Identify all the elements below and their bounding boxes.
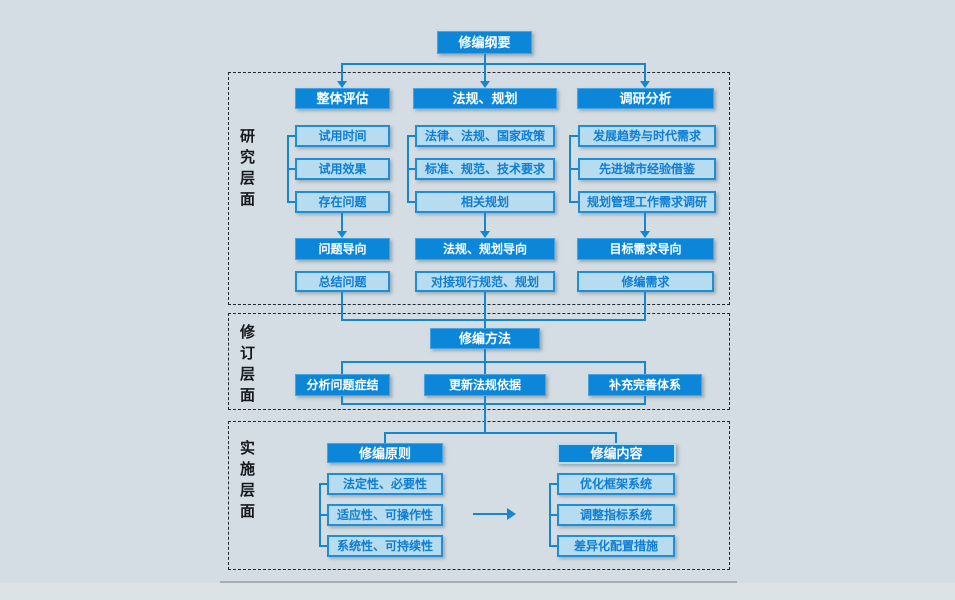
footer-strip: [0, 583, 955, 600]
connector-root-stem: [484, 54, 486, 63]
connector-root-branch: [341, 63, 646, 65]
connector-contents-down: [615, 434, 617, 443]
connector-branch-col3: [644, 65, 646, 81]
bracket-col2-stub3: [407, 201, 415, 203]
node-management-survey: 规划管理工作需求调研: [578, 191, 716, 213]
arrowhead-orientation2: [480, 231, 490, 238]
connector-impl-split-bar: [384, 432, 617, 434]
bracket-principles-stub2: [319, 514, 327, 516]
node-adjust-indicators: 调整指标系统: [557, 504, 675, 526]
node-trial-time: 试用时间: [295, 125, 390, 147]
node-summarize-problems: 总结问题: [295, 271, 390, 292]
connector-impl3-down: [644, 396, 646, 404]
node-laws-policies: 法律、法规、国家政策: [415, 125, 555, 147]
section-label-revision: 修订层面: [238, 324, 255, 408]
connector-merge-stem: [484, 321, 486, 328]
node-existing-problems: 存在问题: [295, 191, 390, 213]
connector-merge-bar: [341, 319, 646, 321]
node-analyze-problems: 分析问题症结: [295, 374, 390, 396]
bracket-col1-stub1: [287, 135, 295, 137]
section-frame-implementation: [228, 421, 730, 570]
node-laws-orientation: 法规、规划导向: [415, 238, 555, 260]
node-city-experience: 先进城市经验借鉴: [578, 158, 716, 180]
node-survey-analysis: 调研分析: [577, 88, 714, 109]
arrowhead-col2: [480, 81, 490, 88]
connector-principles-contents: [473, 513, 507, 515]
node-improve-system: 补充完善体系: [588, 374, 702, 396]
node-systematic-sustainable: 系统性、可持续性: [327, 535, 443, 557]
node-optimize-framework: 优化框架系统: [557, 473, 675, 495]
page-divider-line: [220, 581, 737, 583]
bracket-principles-stub3: [319, 545, 327, 547]
connector-impl2-down: [484, 396, 486, 404]
node-differentiated-measures: 差异化配置措施: [557, 535, 675, 557]
connector-result2-down: [484, 292, 486, 321]
connector-result1-down: [341, 292, 343, 321]
arrowhead-col3: [640, 81, 650, 88]
bracket-col3-stub2: [569, 168, 578, 170]
node-adaptability-operability: 适应性、可操作性: [327, 504, 443, 526]
section-label-implementation: 实施层面: [238, 440, 255, 524]
connector-impl-stem: [484, 405, 486, 433]
arrowhead-col1: [337, 81, 347, 88]
bracket-contents-stub1: [549, 483, 557, 485]
connector-col3-orientation: [644, 213, 646, 231]
arrowhead-right: [507, 508, 516, 520]
node-overall-evaluation: 整体评估: [295, 88, 390, 109]
connector-branch-col2: [484, 65, 486, 81]
section-frame-research: [228, 72, 730, 305]
node-development-trends: 发展趋势与时代需求: [578, 125, 716, 147]
bracket-col3-stub3: [569, 201, 578, 203]
node-revision-outline: 修编纲要: [437, 31, 532, 54]
bracket-col1-stub3: [287, 201, 295, 203]
node-related-plans: 相关规划: [415, 191, 555, 213]
connector-branch-col1: [341, 65, 343, 81]
node-target-orientation: 目标需求导向: [577, 238, 714, 260]
bracket-col3-stub1: [569, 135, 578, 137]
connector-branch2-down: [484, 363, 486, 374]
node-standards-requirements: 标准、规范、技术要求: [415, 158, 555, 180]
node-trial-effect: 试用效果: [295, 158, 390, 180]
node-legality-necessity: 法定性、必要性: [327, 473, 443, 495]
arrowhead-orientation3: [640, 231, 650, 238]
bracket-contents-stub2: [549, 514, 557, 516]
node-revision-needs: 修编需求: [577, 271, 714, 292]
node-update-legal-basis: 更新法规依据: [424, 374, 546, 396]
connector-impl1-down: [341, 396, 343, 404]
node-revision-principles: 修编原则: [327, 443, 443, 463]
bracket-col1-stub2: [287, 168, 295, 170]
connector-col1-orientation: [341, 213, 343, 231]
node-align-standards: 对接现行规范、规划: [415, 271, 555, 292]
bracket-contents-stub3: [549, 545, 557, 547]
bracket-col2-stub2: [407, 168, 415, 170]
bracket-principles-stub1: [319, 483, 327, 485]
node-revision-contents: 修编内容: [557, 443, 676, 464]
node-revision-method: 修编方法: [430, 328, 540, 349]
section-label-research: 研究层面: [238, 128, 255, 212]
node-laws-plans: 法规、规划: [413, 88, 557, 109]
connector-branch1-down: [341, 363, 343, 374]
connector-principles-down: [384, 434, 386, 443]
arrowhead-orientation1: [337, 231, 347, 238]
node-problem-orientation: 问题导向: [295, 238, 390, 260]
bracket-col2-stub1: [407, 135, 415, 137]
connector-result3-down: [644, 292, 646, 321]
section-frame-revision: [228, 313, 730, 410]
connector-branch3-down: [644, 363, 646, 374]
connector-impl-merge-bar: [341, 403, 646, 405]
connector-method-down: [484, 349, 486, 362]
connector-col2-orientation: [484, 213, 486, 231]
connector-branch-bar: [341, 361, 646, 363]
